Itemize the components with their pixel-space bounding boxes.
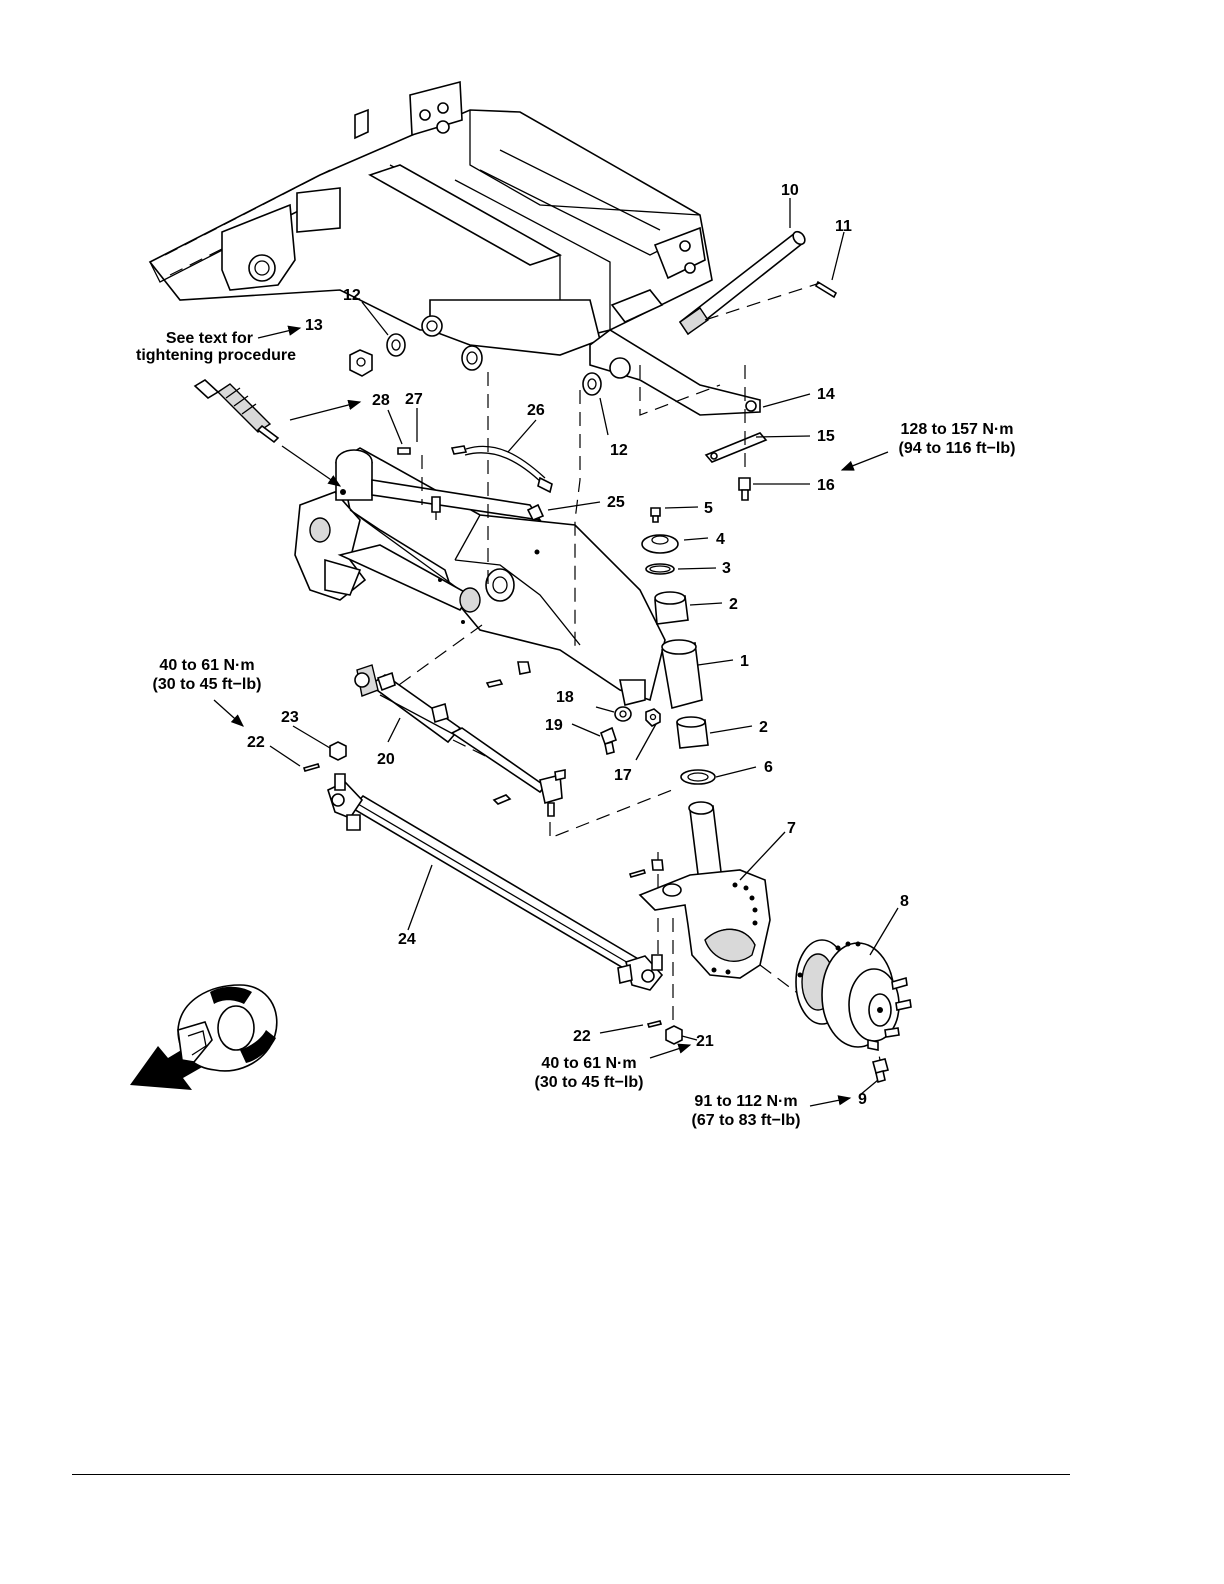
cap-bolt: [651, 508, 660, 522]
wheel-hub: [796, 940, 911, 1050]
snap-ring: [646, 564, 674, 574]
torque-16-line1: 128 to 157 N·m: [901, 421, 1014, 438]
front-axle-beam: [295, 448, 675, 705]
callout-17: 17: [614, 767, 632, 784]
steering-cylinder: [355, 665, 565, 816]
torque-9-line1: 91 to 112 N·m: [694, 1093, 797, 1110]
page-bottom-rule: [72, 1474, 1070, 1475]
cotter-pin: [816, 282, 836, 297]
callout-22-left: 22: [247, 734, 265, 751]
grease-hose: [452, 446, 552, 492]
callout-9: 9: [858, 1091, 867, 1108]
bushing-upper: [655, 592, 688, 624]
callout-5: 5: [704, 500, 713, 517]
callout-11: 11: [835, 218, 852, 235]
nut-13: [350, 350, 372, 376]
dust-cap: [642, 535, 678, 553]
callout-2-upper: 2: [729, 596, 738, 613]
callout-19: 19: [545, 717, 563, 734]
machine-frame: [150, 82, 712, 355]
bushing-lower: [677, 717, 708, 748]
callout-24: 24: [398, 931, 416, 948]
callout-10: 10: [781, 182, 799, 199]
callout-16: 16: [817, 477, 835, 494]
bracket-bolt: [739, 478, 750, 500]
cotter-pin-22-right: [648, 1021, 661, 1027]
callout-3: 3: [722, 560, 731, 577]
nut-17: [646, 709, 660, 726]
callout-20: 20: [377, 751, 395, 768]
torque-21-line2: (30 to 45 ft−lb): [535, 1074, 644, 1091]
tie-rod-nut-21: [666, 1026, 682, 1044]
callout-8: 8: [900, 893, 909, 910]
hub-bolt-9: [873, 1059, 888, 1082]
grease-gun-icon: [195, 380, 278, 442]
callout-18: 18: [556, 689, 574, 706]
callout-23: 23: [281, 709, 299, 726]
cotter-pin-22-left: [304, 764, 319, 771]
bolt-19: [601, 728, 616, 754]
callout-13: 13: [305, 317, 323, 334]
washer-18: [615, 707, 631, 721]
tie-rod: [328, 774, 662, 990]
steering-spindle: [630, 802, 770, 978]
callout-27: 27: [405, 391, 423, 408]
callout-4: 4: [716, 531, 725, 548]
callout-12-left: 12: [343, 287, 361, 304]
tightening-note-line1: See text for: [166, 330, 253, 347]
callout-6: 6: [764, 759, 773, 776]
callout-15: 15: [817, 428, 835, 445]
callout-25: 25: [607, 494, 625, 511]
callout-12-right: 12: [610, 442, 628, 459]
callout-28: 28: [372, 392, 390, 409]
torque-22-line2: (30 to 45 ft−lb): [153, 676, 262, 693]
callout-7: 7: [787, 820, 796, 837]
torque-9-line2: (67 to 83 ft−lb): [692, 1112, 801, 1129]
callout-1: 1: [740, 653, 749, 670]
torque-22-line1: 40 to 61 N·m: [159, 657, 254, 674]
tie-rod-nut-23: [330, 742, 346, 760]
grease-fitting-27: [398, 448, 410, 454]
washer-right: [583, 373, 601, 395]
tightening-note-line2: tightening procedure: [136, 347, 296, 364]
callout-14: 14: [817, 386, 835, 403]
torque-21-line1: 40 to 61 N·m: [541, 1055, 636, 1072]
spindle-housing-tube: [662, 640, 702, 708]
callout-2-lower: 2: [759, 719, 768, 736]
washer-left: [387, 334, 405, 356]
thrust-washer: [681, 770, 715, 784]
torque-16-line2: (94 to 116 ft−lb): [899, 440, 1016, 457]
machine-front-orientation-icon: [130, 985, 277, 1090]
callout-22-right: 22: [573, 1028, 591, 1045]
callout-26: 26: [527, 402, 545, 419]
axle-bracket: [590, 330, 760, 415]
callout-21: 21: [696, 1033, 714, 1050]
